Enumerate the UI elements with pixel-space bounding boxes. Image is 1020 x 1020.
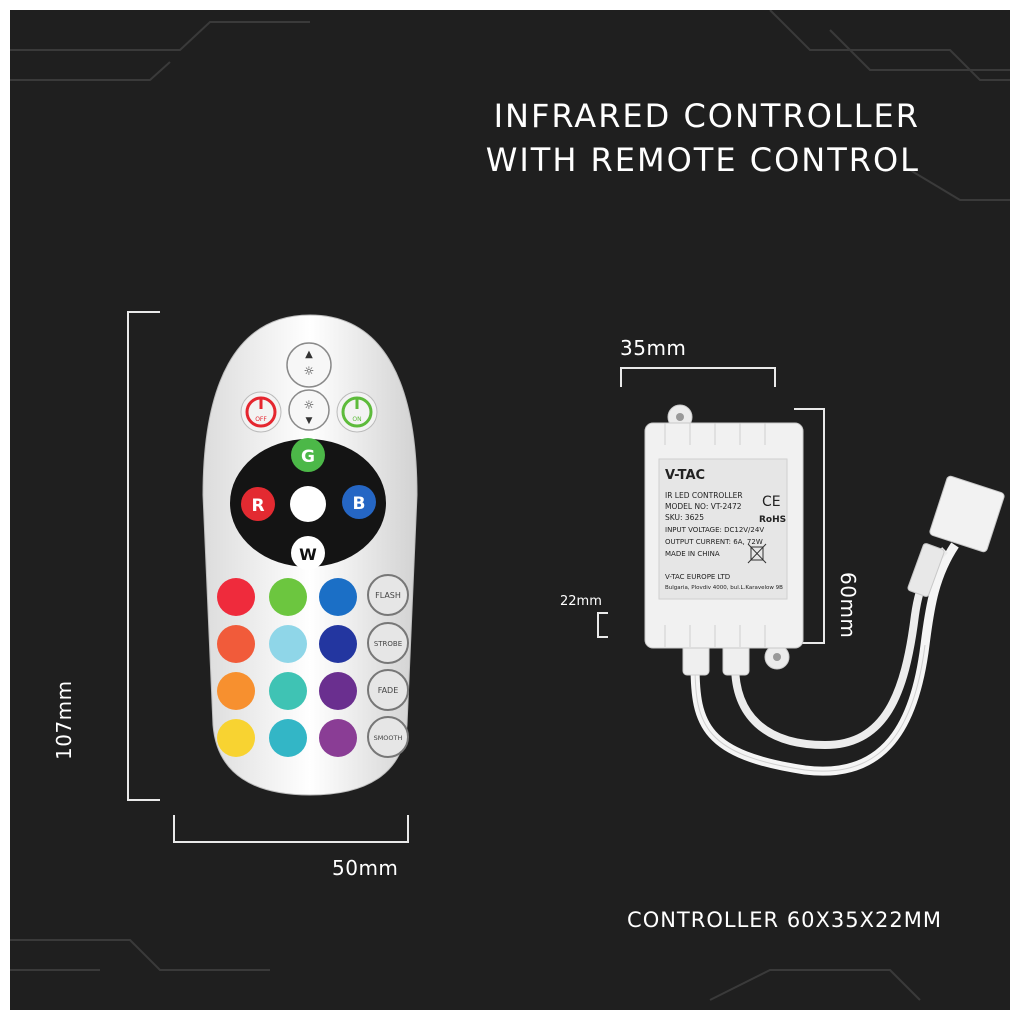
white-label: W	[299, 545, 317, 564]
ce-mark: CE	[762, 494, 781, 510]
color-button-r3-c3[interactable]	[319, 672, 357, 710]
color-button-r2-c2[interactable]	[269, 625, 307, 663]
brand-logo: V-TAC	[665, 468, 705, 483]
label-line-4: INPUT VOLTAGE: DC12V/24V	[665, 526, 764, 534]
strobe-button[interactable]: STROBE	[367, 622, 409, 664]
flash-button[interactable]: FLASH	[367, 574, 409, 616]
strobe-label: STROBE	[374, 640, 402, 648]
product-title: INFRARED CONTROLLER WITH REMOTE CONTROL	[486, 94, 920, 182]
flash-label: FLASH	[375, 591, 401, 600]
weee-bin-icon	[747, 543, 767, 564]
color-button-r2-c3[interactable]	[319, 625, 357, 663]
red-button[interactable]	[241, 487, 275, 521]
remote-width-label: 50mm	[332, 856, 399, 880]
on-label: ON	[352, 416, 361, 423]
label-address: Bulgaria, Plovdiv 4000, bul.L.Karavelow …	[665, 585, 783, 591]
green-label: G	[301, 447, 315, 467]
controller-depth-bracket	[597, 612, 608, 638]
center-white-button[interactable]	[290, 486, 326, 522]
circuit-decoration	[10, 10, 1010, 1001]
red-label: R	[251, 496, 264, 516]
rgb-connector	[907, 475, 1005, 597]
blue-button[interactable]	[342, 485, 376, 519]
color-button-r1-c1[interactable]	[217, 578, 255, 616]
brightness-up-icon[interactable]	[286, 342, 332, 388]
controller-width-bracket	[620, 367, 776, 387]
blue-label: B	[353, 494, 366, 514]
remote-width-bracket	[173, 815, 409, 843]
color-button-r1-c2[interactable]	[269, 578, 307, 616]
remote-height-label: 107mm	[52, 680, 76, 760]
color-button-r4-c2[interactable]	[269, 719, 307, 757]
ir-controller: V-TAC CE RoHS IR LED CONTROLLER MODEL NO…	[644, 404, 1005, 776]
title-line-2: WITH REMOTE CONTROL	[485, 141, 920, 179]
smooth-button[interactable]: SMOOTH	[367, 716, 409, 758]
brightness-down-icon[interactable]	[288, 389, 330, 431]
smooth-label: SMOOTH	[374, 734, 403, 742]
color-button-r3-c1[interactable]	[217, 672, 255, 710]
color-button-r2-c1[interactable]	[217, 625, 255, 663]
fade-label: FADE	[378, 686, 399, 695]
label-line-5: OUTPUT CURRENT: 6A, 72W	[665, 538, 763, 546]
color-button-r3-c2[interactable]	[269, 672, 307, 710]
label-line-3: SKU: 3625	[665, 513, 704, 522]
label-line-2: MODEL NO: VT-2472	[665, 502, 742, 511]
controller-size-caption: CONTROLLER 60X35X22MM	[627, 908, 942, 932]
color-button-r1-c3[interactable]	[319, 578, 357, 616]
svg-text:☼: ☼	[304, 364, 315, 378]
label-line-1: IR LED CONTROLLER	[665, 491, 743, 500]
off-label: OFF	[255, 416, 267, 423]
title-line-1: INFRARED CONTROLLER	[493, 97, 920, 135]
product-label	[658, 458, 788, 600]
remote-control: ▲ ☼ ☼ ▼ OFF ON G R B W FLASH	[202, 314, 418, 796]
svg-text:▼: ▼	[306, 416, 313, 426]
fade-button[interactable]: FADE	[367, 669, 409, 711]
label-line-6: MADE IN CHINA	[665, 550, 720, 558]
label-company: V-TAC EUROPE LTD	[665, 573, 730, 581]
rohs-mark: RoHS	[759, 515, 786, 525]
color-button-grid	[217, 578, 357, 757]
green-button[interactable]	[291, 438, 325, 472]
svg-text:☼: ☼	[304, 398, 315, 412]
controller-depth-label: 22mm	[560, 594, 602, 609]
color-button-r4-c3[interactable]	[319, 719, 357, 757]
svg-text:▲: ▲	[305, 349, 313, 360]
product-image-frame: INFRARED CONTROLLER WITH REMOTE CONTROL …	[10, 10, 1010, 1010]
remote-height-bracket	[127, 311, 160, 801]
controller-height-bracket	[794, 408, 825, 644]
white-button[interactable]	[291, 536, 325, 570]
controller-width-label: 35mm	[620, 336, 687, 360]
color-button-r4-c1[interactable]	[217, 719, 255, 757]
